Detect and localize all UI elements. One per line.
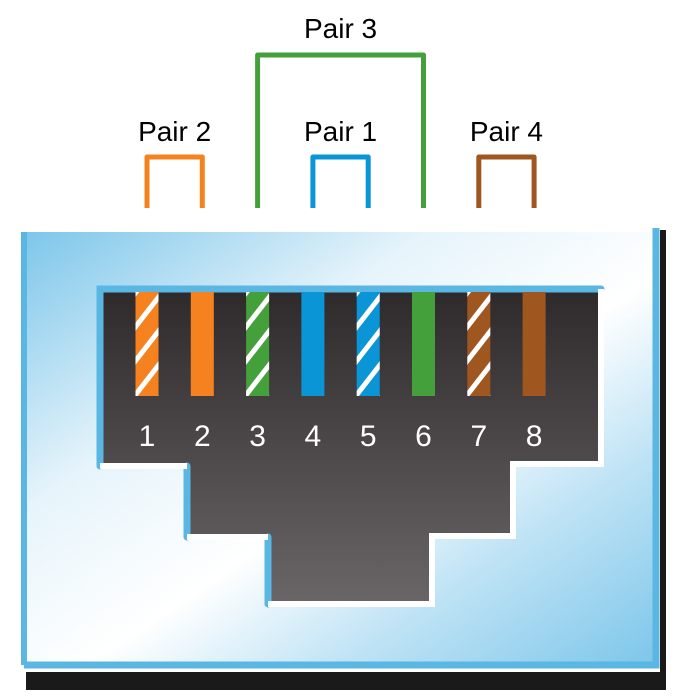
- pin-number-2: 2: [194, 420, 211, 453]
- label-pair-3: Pair 3: [304, 13, 377, 44]
- bracket-pair-2: [144, 154, 205, 208]
- wire-pin-7: [467, 292, 491, 396]
- label-pair-4: Pair 4: [470, 116, 543, 147]
- wire-pin-6: [412, 292, 435, 396]
- wire-core: [301, 292, 325, 396]
- wire-white-stripes: [135, 292, 159, 396]
- wire-core: [412, 292, 435, 396]
- wire-pin-8: [522, 292, 546, 396]
- cavity-border-bottom-right: [100, 289, 604, 607]
- pin-number-6: 6: [415, 420, 432, 453]
- wire-pin-4: [301, 292, 325, 396]
- pin-number-7: 7: [470, 420, 487, 453]
- wire-pin-2: [190, 292, 214, 396]
- bracket-pair-3: [255, 52, 426, 208]
- wire-white-stripes: [356, 292, 380, 396]
- pin-number-5: 5: [360, 420, 377, 453]
- cavity-border-top-left: [96, 285, 605, 608]
- wire-core: [522, 292, 546, 396]
- bracket-pair-1: [310, 154, 371, 208]
- bracket-pair-4: [476, 154, 537, 208]
- pair-brackets: [144, 52, 537, 208]
- wire-pin-1: [135, 292, 159, 396]
- label-pair-1: Pair 1: [304, 116, 377, 147]
- pair-labels: Pair 1 Pair 2 Pair 3 Pair 4: [138, 13, 543, 147]
- pin-number-1: 1: [139, 420, 156, 453]
- pin-wires: [135, 292, 546, 396]
- wire-pin-5: [356, 292, 380, 396]
- jack-frame-right-edge: [24, 228, 660, 669]
- pin-numbers: 1 2 3 4 5 6 7 8: [139, 420, 543, 453]
- wire-white-stripes: [246, 292, 270, 396]
- wire-pin-3: [246, 292, 270, 396]
- wire-core: [190, 292, 214, 396]
- label-pair-2: Pair 2: [138, 116, 211, 147]
- pin-number-8: 8: [526, 420, 543, 453]
- pin-number-4: 4: [305, 420, 322, 453]
- pin-number-3: 3: [249, 420, 266, 453]
- wire-white-stripes: [467, 292, 491, 396]
